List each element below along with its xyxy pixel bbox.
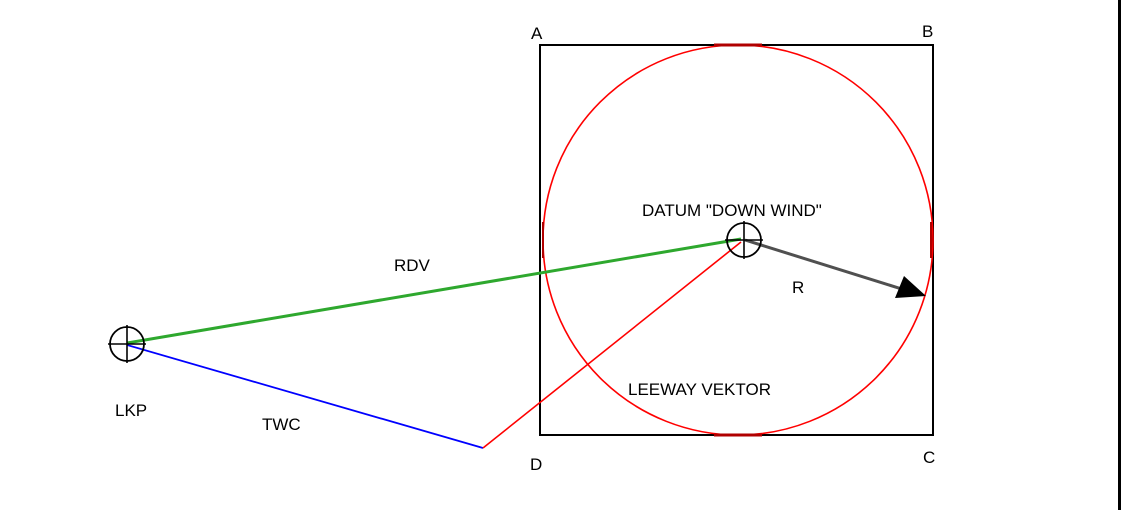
leeway-vector-label: LEEWAY VEKTOR [628, 380, 771, 399]
datum-crosshair-icon [725, 221, 763, 259]
twc-line [126, 344, 484, 449]
right-edge-rule [1118, 0, 1121, 510]
corner-c-label: C [923, 448, 935, 467]
twc-label: TWC [262, 415, 301, 434]
datum-label: DATUM "DOWN WIND" [642, 201, 822, 220]
corner-a-label: A [531, 24, 543, 43]
radius-arrow-line [744, 238, 906, 292]
lkp-crosshair-icon [108, 325, 146, 363]
corner-b-label: B [922, 22, 933, 41]
corner-d-label: D [530, 455, 542, 474]
rdv-label: RDV [394, 256, 431, 275]
arrowhead-icon [895, 276, 926, 298]
leeway-vector-line [482, 241, 742, 449]
radius-label: R [792, 278, 804, 297]
rdv-line [126, 237, 742, 345]
lkp-label: LKP [115, 401, 147, 420]
